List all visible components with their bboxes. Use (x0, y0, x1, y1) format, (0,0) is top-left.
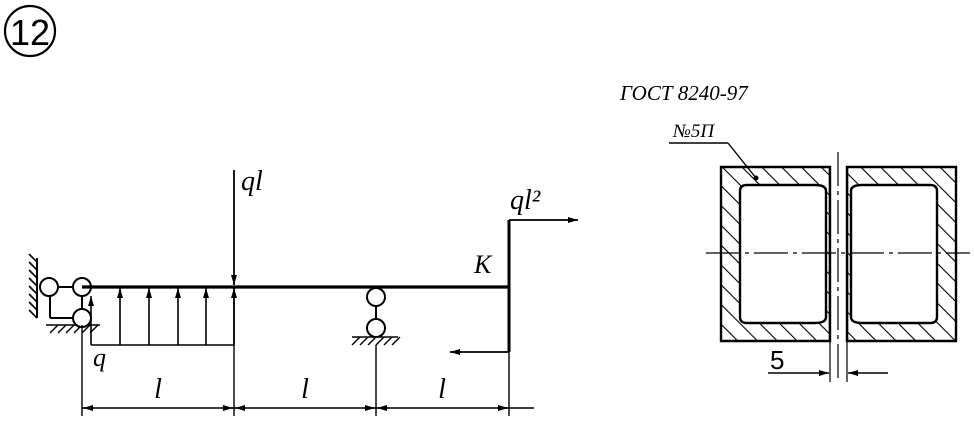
problem-number-badge: 12 (3, 4, 57, 58)
standard-label: ГОСТ 8240-97 (619, 81, 749, 105)
support-hinge-bottom (366, 318, 386, 338)
distributed-load: q (88, 287, 237, 372)
force-label: ql (241, 166, 263, 197)
beam-scheme: q ql ql² K (28, 166, 578, 416)
span-label-2: l (301, 374, 309, 405)
problem-number: 12 (10, 12, 50, 53)
gap-dimension-label: 5 (770, 345, 784, 375)
support-ground-hatching (351, 336, 401, 346)
hinge-wall (39, 277, 59, 297)
span-label-3: l (438, 374, 446, 405)
cross-section: ГОСТ 8240-97 №5П 5 (619, 81, 970, 382)
badge-circle (3, 4, 57, 58)
moment-label: ql² (510, 185, 541, 216)
wall-hatching (28, 253, 38, 319)
point-k-label: K (473, 250, 493, 279)
left-support (28, 253, 100, 334)
moment-couple: ql² K (450, 185, 578, 355)
support-hinge-top (366, 287, 386, 307)
left-channel (719, 165, 832, 343)
span-label-1: l (154, 374, 162, 405)
profile-label: №5П (672, 121, 715, 142)
hinge-floor (72, 308, 92, 328)
point-force: ql (231, 166, 263, 285)
right-channel (845, 165, 958, 343)
middle-support (351, 287, 401, 346)
distributed-load-label: q (93, 343, 106, 372)
span-dimensions: l l l (81, 325, 534, 416)
